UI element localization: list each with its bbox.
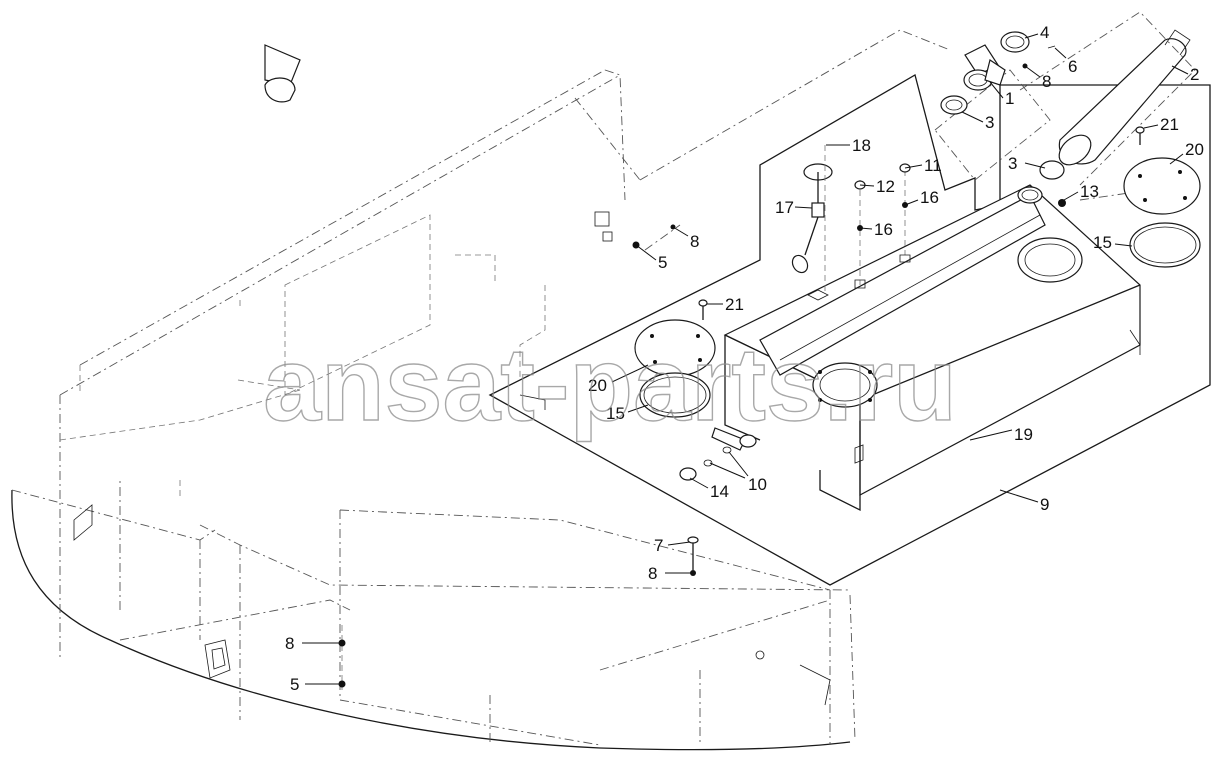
callout-8-middle: 8 [648, 564, 693, 583]
svg-text:17: 17 [775, 198, 794, 217]
svg-text:1: 1 [1005, 89, 1014, 108]
svg-text:15: 15 [1093, 233, 1112, 252]
callout-16-lower: 16 [859, 220, 893, 239]
tank-cover-19 [519, 184, 1141, 512]
callout-1: 1 [989, 81, 1014, 108]
svg-text:8: 8 [1042, 72, 1051, 91]
svg-text:12: 12 [876, 177, 895, 196]
callout-12: 12 [859, 177, 895, 196]
svg-text:19: 19 [1014, 425, 1033, 444]
callout-10: 10 [709, 451, 767, 494]
svg-text:5: 5 [658, 253, 667, 272]
callout-13: 13 [1063, 182, 1099, 201]
cap-3-lower [1039, 160, 1065, 180]
fuel-sender-17 [791, 145, 833, 301]
callout-9: 9 [999, 489, 1049, 514]
callout-3-upper: 3 [961, 111, 994, 132]
svg-text:16: 16 [874, 220, 893, 239]
svg-text:8: 8 [690, 232, 699, 251]
tank-nozzle [1017, 186, 1043, 204]
svg-text:8: 8 [285, 634, 294, 653]
svg-text:8: 8 [648, 564, 657, 583]
chassis-frame-outline [11, 29, 1151, 751]
svg-text:16: 16 [920, 188, 939, 207]
svg-text:21: 21 [725, 295, 744, 314]
svg-text:20: 20 [1185, 140, 1204, 159]
gasket-15-left [639, 372, 711, 418]
svg-text:10: 10 [748, 475, 767, 494]
svg-text:18: 18 [852, 136, 871, 155]
callout-5-upper: 5 [635, 244, 667, 272]
callout-15-right: 15 [1093, 233, 1133, 252]
svg-text:21: 21 [1160, 115, 1179, 134]
svg-text:4: 4 [1040, 23, 1049, 42]
watermark-text: ansat-parts.ru [263, 327, 957, 443]
callout-7: 7 [654, 536, 691, 555]
fitting-1 [963, 44, 1006, 91]
svg-text:9: 9 [1040, 495, 1049, 514]
svg-text:14: 14 [710, 482, 729, 501]
callout-11: 11 [904, 156, 942, 175]
cap-3-upper [940, 95, 968, 115]
svg-text:20: 20 [588, 376, 607, 395]
callout-8-top: 8 [1024, 65, 1051, 91]
svg-text:6: 6 [1068, 57, 1077, 76]
svg-text:15: 15 [606, 404, 625, 423]
callout-18: 18 [826, 136, 871, 155]
callout-8-upper-left: 8 [672, 226, 699, 251]
fittings-1-3-4 [264, 31, 1066, 207]
callout-21-left: 21 [707, 295, 744, 314]
callout-2: 2 [1171, 65, 1199, 84]
callout-17: 17 [775, 198, 813, 217]
svg-text:7: 7 [654, 536, 663, 555]
cover-plate-20-right [1123, 157, 1201, 215]
callout-21-right: 21 [1143, 115, 1179, 134]
callout-4: 4 [1024, 23, 1049, 42]
svg-text:3: 3 [1008, 154, 1017, 173]
callout-labels: 1 2 3 3 4 5 5 [285, 23, 1204, 694]
callout-20-right: 20 [1169, 140, 1204, 165]
gasket-15-right [1129, 222, 1201, 268]
callout-5-lower: 5 [290, 675, 342, 694]
callout-19: 19 [969, 425, 1033, 444]
svg-text:2: 2 [1190, 65, 1199, 84]
svg-text:13: 13 [1080, 182, 1099, 201]
callout-6: 6 [1054, 47, 1077, 76]
callout-14: 14 [689, 477, 729, 501]
callout-15-left: 15 [606, 404, 649, 423]
hardware-fasteners [338, 45, 1145, 690]
cap-4 [1000, 31, 1030, 53]
callout-16-upper: 16 [904, 188, 939, 207]
callout-3-lower: 3 [1008, 154, 1046, 173]
svg-text:5: 5 [290, 675, 299, 694]
svg-text:11: 11 [924, 156, 942, 175]
callout-8-bottom: 8 [285, 634, 342, 653]
svg-text:3: 3 [985, 113, 994, 132]
callout-20-left: 20 [588, 364, 649, 395]
base-plate-9 [488, 74, 1211, 586]
